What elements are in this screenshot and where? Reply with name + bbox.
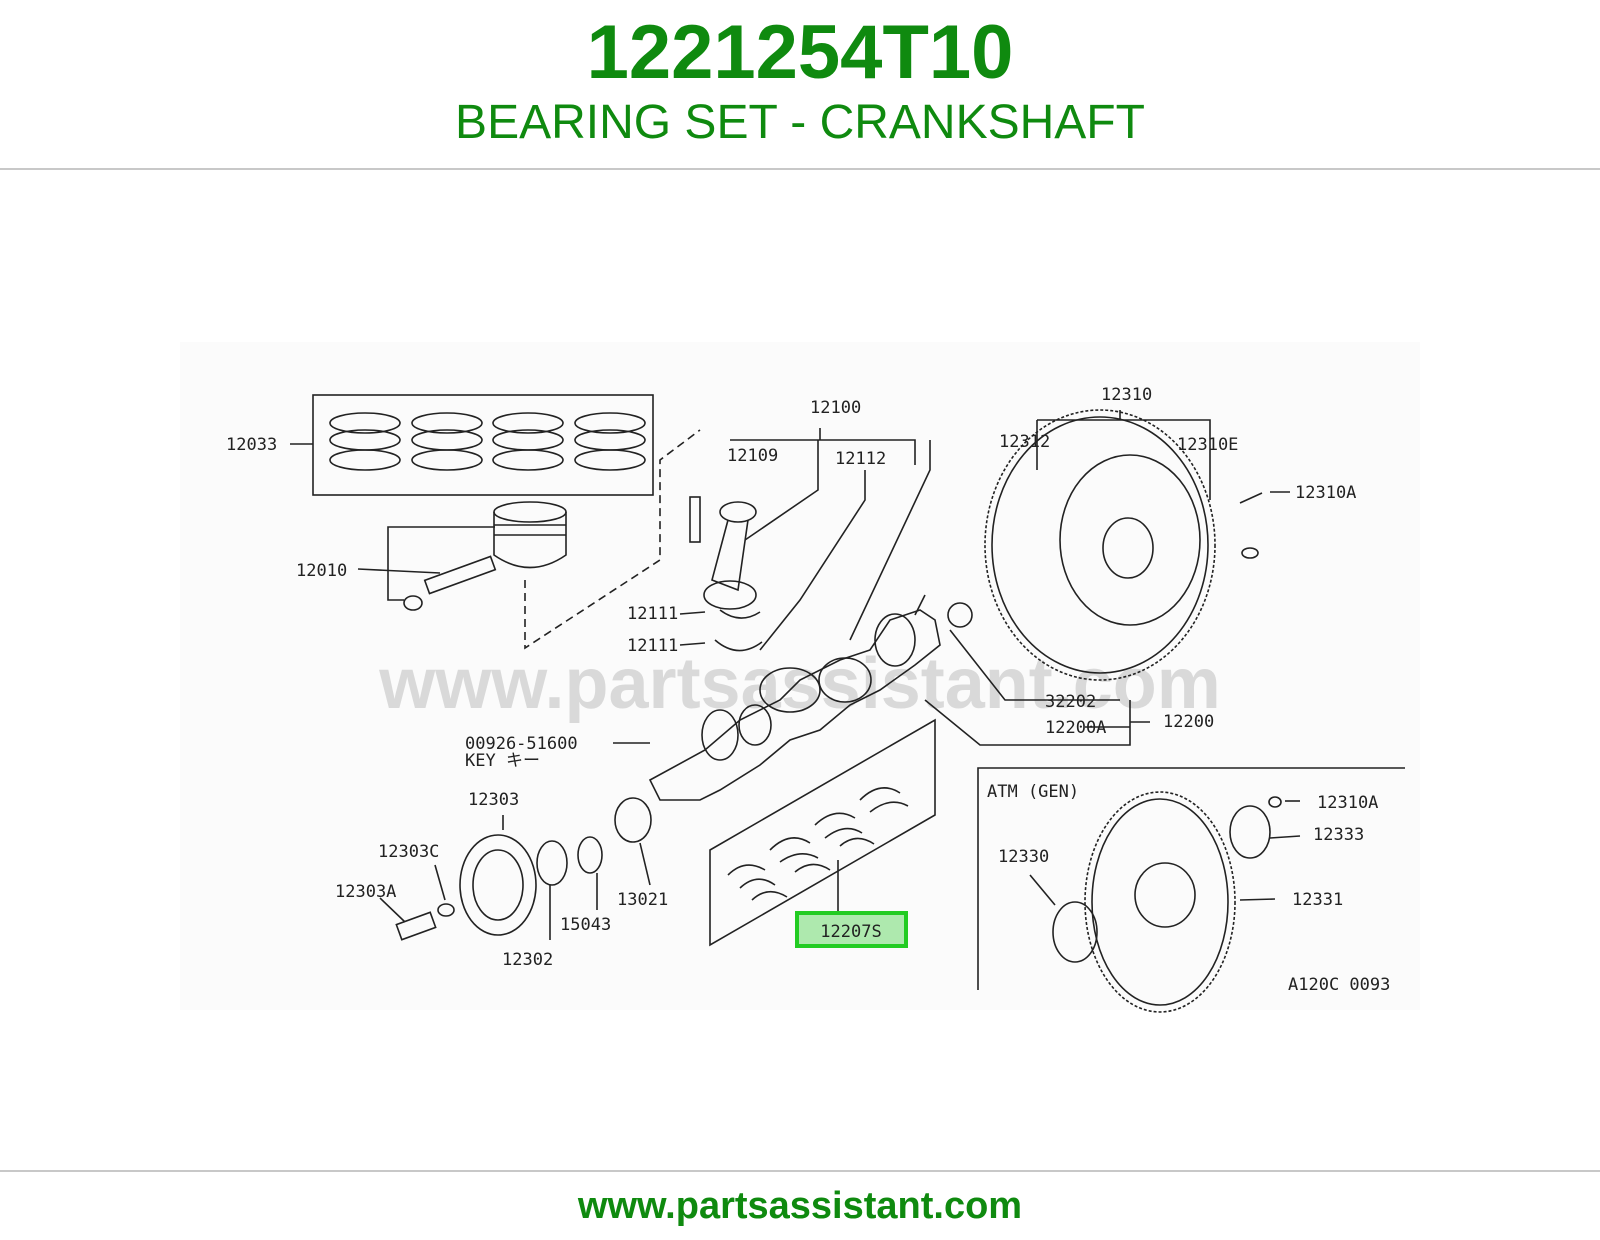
- callout-12303[interactable]: 12303: [468, 790, 519, 810]
- callout-13021[interactable]: 13021: [617, 890, 668, 910]
- callout-15043[interactable]: 15043: [560, 915, 611, 935]
- inset-title: ATM (GEN): [987, 782, 1079, 802]
- piston-rings-box: [312, 394, 654, 496]
- callout-12310a[interactable]: 12310A: [1295, 483, 1356, 503]
- crankshaft-icon: [648, 594, 973, 801]
- highlighted-part-label[interactable]: 12207S: [820, 922, 881, 942]
- piston-rings-icon: [329, 412, 646, 471]
- key-note: KEY キー: [465, 751, 540, 771]
- callout-12310[interactable]: 12310: [1101, 385, 1152, 405]
- crank-pulley-icon: [395, 797, 652, 941]
- callout-12200a[interactable]: 12200A: [1045, 718, 1106, 738]
- callout-32202[interactable]: 32202: [1045, 692, 1096, 712]
- callout-12312[interactable]: 12312: [999, 432, 1050, 452]
- callout-12112[interactable]: 12112: [835, 449, 886, 469]
- figure-code: A120C 0093: [1288, 975, 1390, 995]
- footer-url[interactable]: www.partsassistant.com: [577, 1185, 1023, 1227]
- callout-12303c[interactable]: 12303C: [378, 842, 439, 862]
- callout-12310e[interactable]: 12310E: [1177, 435, 1238, 455]
- part-name: BEARING SET - CRANKSHAFT: [455, 96, 1145, 149]
- header-divider: [0, 168, 1600, 170]
- callout-12303a[interactable]: 12303A: [335, 882, 396, 902]
- connecting-rod-icon: [689, 496, 763, 652]
- callout-00926-51600[interactable]: 00926-51600: [465, 734, 578, 754]
- watermark: www.partsassistant.com: [378, 644, 1221, 724]
- highlighted-part-box[interactable]: [795, 911, 908, 948]
- callout-12033[interactable]: 12033: [226, 435, 277, 455]
- callout-12200[interactable]: 12200: [1163, 712, 1214, 732]
- header: 1221254T10 BEARING SET - CRANKSHAFT: [0, 0, 1600, 170]
- callout-12109[interactable]: 12109: [727, 446, 778, 466]
- atm-flywheel-icon: [1052, 791, 1282, 1013]
- callout-12331[interactable]: 12331: [1292, 890, 1343, 910]
- bearing-shells-icon: [727, 787, 909, 901]
- callout-12010[interactable]: 12010: [296, 561, 347, 581]
- callout-12330[interactable]: 12330: [998, 847, 1049, 867]
- callout-12111-b[interactable]: 12111: [627, 636, 678, 656]
- part-number: 1221254T10: [586, 10, 1014, 95]
- bearing-set-box: [709, 718, 936, 947]
- diagram-background: [180, 342, 1420, 1010]
- callout-12302[interactable]: 12302: [502, 950, 553, 970]
- footer-divider: [0, 1170, 1600, 1172]
- callout-12100[interactable]: 12100: [810, 398, 861, 418]
- callout-12333[interactable]: 12333: [1313, 825, 1364, 845]
- flywheel-icon: [984, 409, 1263, 681]
- atm-inset-frame: [977, 767, 1405, 990]
- callout-12310a-inset[interactable]: 12310A: [1317, 793, 1378, 813]
- piston-icon: [403, 501, 567, 611]
- callout-12111-a[interactable]: 12111: [627, 604, 678, 624]
